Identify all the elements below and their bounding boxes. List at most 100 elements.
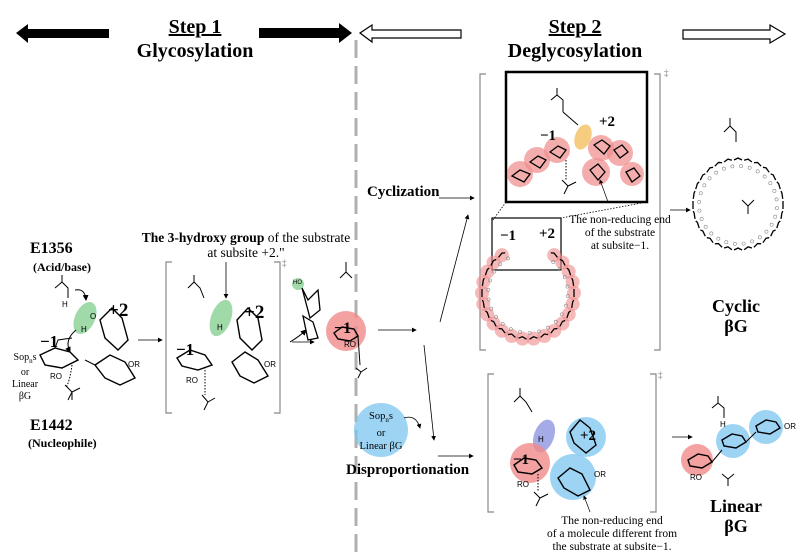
glycosidic-oxygen [489,306,494,311]
glycosidic-oxygen [709,231,714,236]
cyc-note-line2: of the substrate [584,227,656,239]
glycosidic-oxygen [724,240,729,245]
glycosidic-oxygen [716,236,721,241]
ts1-subsite-plus-2: +2 [244,302,265,323]
donor-linear: Linear βG [11,379,39,402]
disproportionation-ts-bracket [487,373,657,513]
linear-bg-label: Linear βG [706,496,766,536]
glucose-unit [776,181,781,190]
acceptor-circle [354,403,408,457]
glucose-unit [529,335,538,340]
glycosidic-oxygen [757,235,762,240]
glycosidic-oxygen [774,197,779,202]
acceptor-or: or [376,428,386,440]
glucose-unit [540,333,549,338]
cyclization-ts-bracket [479,73,661,351]
glucose-unit [743,246,753,251]
annotation-bold: The 3-hydroxy group [141,230,265,245]
glucose-unit [753,242,762,248]
glycosidic-oxygen [551,260,556,264]
step2-subtitle: Deglycosylation [507,40,643,62]
glycosidic-oxygen [518,330,522,335]
glycosidic-oxygen [707,176,712,181]
donor-suffix: s [32,352,37,363]
glycosidic-oxygen [755,169,760,174]
acceptor-label: Sopns or Linear βG [355,410,407,453]
glucose-unit [733,157,743,161]
donor-sub: n [29,357,33,365]
acid-base-role: (Acid/base) [33,260,91,274]
glucose-unit [490,258,497,266]
disp-note-line3: the substrate at subsite−1. [552,541,672,553]
glucose-unit-highlight [494,248,509,263]
annotation-rest: of the substrate [264,230,351,245]
disp-dagger: ‡ [658,370,663,380]
donor-sop: Sop [13,352,30,363]
glucose-unit [706,166,714,173]
glycosidic-oxygen [702,183,707,188]
glucose-unit [770,173,777,181]
glucose-unit [695,181,700,190]
glucose-unit [481,299,485,308]
cyclic-bg-ring [692,157,784,251]
disproportionation-note: The non-reducing end of a molecule diffe… [527,515,697,554]
glucose-unit [484,267,490,276]
acid-base-residue: E1356 [30,240,73,257]
chem-H-1: H [81,325,87,334]
nucleophile-residue: E1442 [30,417,73,434]
cyc-dagger: ‡ [664,68,669,78]
glycosidic-oxygen [500,322,505,326]
disp-ts-structure [510,388,606,513]
ts1-chem-RO: RO [186,376,198,385]
linear-bg-structure [681,410,783,486]
glucose-unit [700,229,706,237]
glucose-unit [762,166,770,173]
step1-left-arrow [16,24,109,43]
inset-subsite-plus-2: +2 [599,114,616,130]
disproportionation-label: Disproportionation [346,462,470,478]
linear-chem-OR: OR [784,422,796,431]
glycosidic-oxygen [697,199,702,204]
glycosidic-oxygen [565,284,570,289]
step2-right-arrow [682,23,787,45]
macrocycle-red [475,248,581,346]
cyclic-bg-label: Cyclic βG [706,296,766,336]
glycosidic-oxygen [488,278,492,283]
free-carboxylate [339,262,353,279]
ts1-chem-H: H [217,323,223,332]
cyclization-note: The non-reducing end of the substrate at… [564,214,676,253]
glycosidic-oxygen [741,241,746,246]
donor-label: Sopns or Linear βG [8,352,42,403]
glucose-unit [550,327,558,334]
glycosidic-oxygen [773,214,778,219]
step1-substrate-structure [39,275,137,401]
zoom-line-right [560,201,648,219]
step2-left-arrow [358,23,462,44]
glycosidic-oxygen [739,164,744,169]
disp-note-line1: The non-reducing end [561,515,663,527]
glycosidic-oxygen [564,303,568,308]
glucose-unit [507,333,516,338]
acid-carboxylic-linear [711,396,725,418]
chem-RO-1: RO [50,372,62,381]
glucose-unit [566,267,572,276]
glycosidic-oxygen [486,297,491,302]
step1-subtitle: Glycosylation [136,40,254,62]
inset-subsite-minus-1: −1 [540,128,557,144]
glycosidic-oxygen [732,241,737,246]
ts1-subsite-minus-1: −1 [176,340,195,359]
glucose-unit [780,210,784,220]
ts1-chem-OR: OR [264,360,276,369]
glycosidic-oxygen [730,164,735,169]
ts1-structure [176,262,270,411]
acceptor-attack-arrow [403,416,422,429]
glucose-unit [571,299,575,308]
glucose-unit [566,310,572,319]
green-hydroxyl-highlight [73,302,97,334]
acceptor-sop: Sop [369,411,386,422]
disp-chem-RO: RO [517,480,529,489]
glucose-unit [762,237,770,244]
glucose-unit [723,246,733,251]
glycosidic-oxygen [714,170,719,175]
